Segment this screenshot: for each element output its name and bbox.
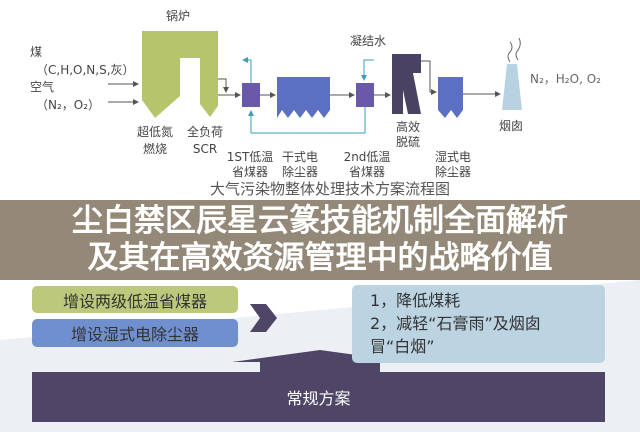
label-wet-esp: 湿式电 (434, 150, 472, 164)
label-air: 空气 (30, 80, 55, 94)
label-desulfurization-2: 脱硫 (395, 135, 421, 149)
label-condensate: 凝结水 (349, 34, 387, 48)
label-coal-composition: （C,H,O,N,S,灰） (36, 63, 135, 77)
label-boiler: 锅炉 (165, 9, 191, 23)
up-arrow (232, 350, 408, 372)
label-coal: 煤 (30, 45, 43, 59)
label-dry-esp: 干式电 (281, 150, 319, 164)
boiler (142, 31, 218, 118)
label-economizer-2b: 省煤器 (348, 165, 386, 179)
economizer-1 (242, 83, 260, 107)
diagram-caption: 大气污染物整体处理技术方案流程图 (209, 180, 451, 198)
title-banner: 尘白禁区辰星云篆技能机制全面解析 及其在高效资源管理中的战略价值 (0, 200, 640, 280)
label-desulfurization: 高效 (395, 120, 421, 134)
label-scr-2: SCR (192, 142, 218, 156)
label-dry-esp-2: 除尘器 (281, 165, 319, 179)
label-economizer-1: 1ST低温 (226, 150, 274, 164)
benefit-2: 2，减轻“石膏雨”及烟囱 (370, 314, 541, 333)
label-economizer-2: 2nd低温 (343, 150, 391, 164)
label-emissions: N₂，H₂O, O₂ (530, 72, 601, 86)
dry-esp (277, 77, 330, 118)
stack (502, 64, 522, 110)
label-scr: 全负荷 (186, 125, 224, 139)
banner-title-line1: 尘白禁区辰星云篆技能机制全面解析 (72, 203, 568, 239)
label-low-nox-2: 燃烧 (142, 142, 168, 156)
chevron-right-icon (250, 304, 277, 332)
condensate-line (361, 59, 374, 81)
label-air-composition: （N₂，O₂） (36, 98, 101, 112)
economizer-2 (356, 83, 374, 107)
label-wet-esp-2: 除尘器 (434, 165, 472, 179)
benefit-3: 冒“白烟” (370, 337, 435, 356)
desulfurization-tower (392, 54, 421, 114)
benefits-box: 1，降低煤耗 2，减轻“石膏雨”及烟囱 冒“白烟” (352, 285, 605, 363)
measure-economizer: 增设两级低温省煤器 (32, 286, 238, 313)
label-economizer-1b: 省煤器 (231, 165, 269, 179)
wet-esp (438, 77, 463, 118)
measure-wet-esp: 增设湿式电除尘器 (32, 319, 238, 347)
banner-title-line2: 及其在高效资源管理中的战略价值 (87, 240, 553, 276)
label-low-nox: 超低氮 (136, 125, 174, 139)
base-plan-bar: 常规方案 (32, 372, 605, 422)
label-stack: 烟囱 (498, 119, 524, 133)
benefit-1: 1，降低煤耗 (370, 291, 461, 310)
